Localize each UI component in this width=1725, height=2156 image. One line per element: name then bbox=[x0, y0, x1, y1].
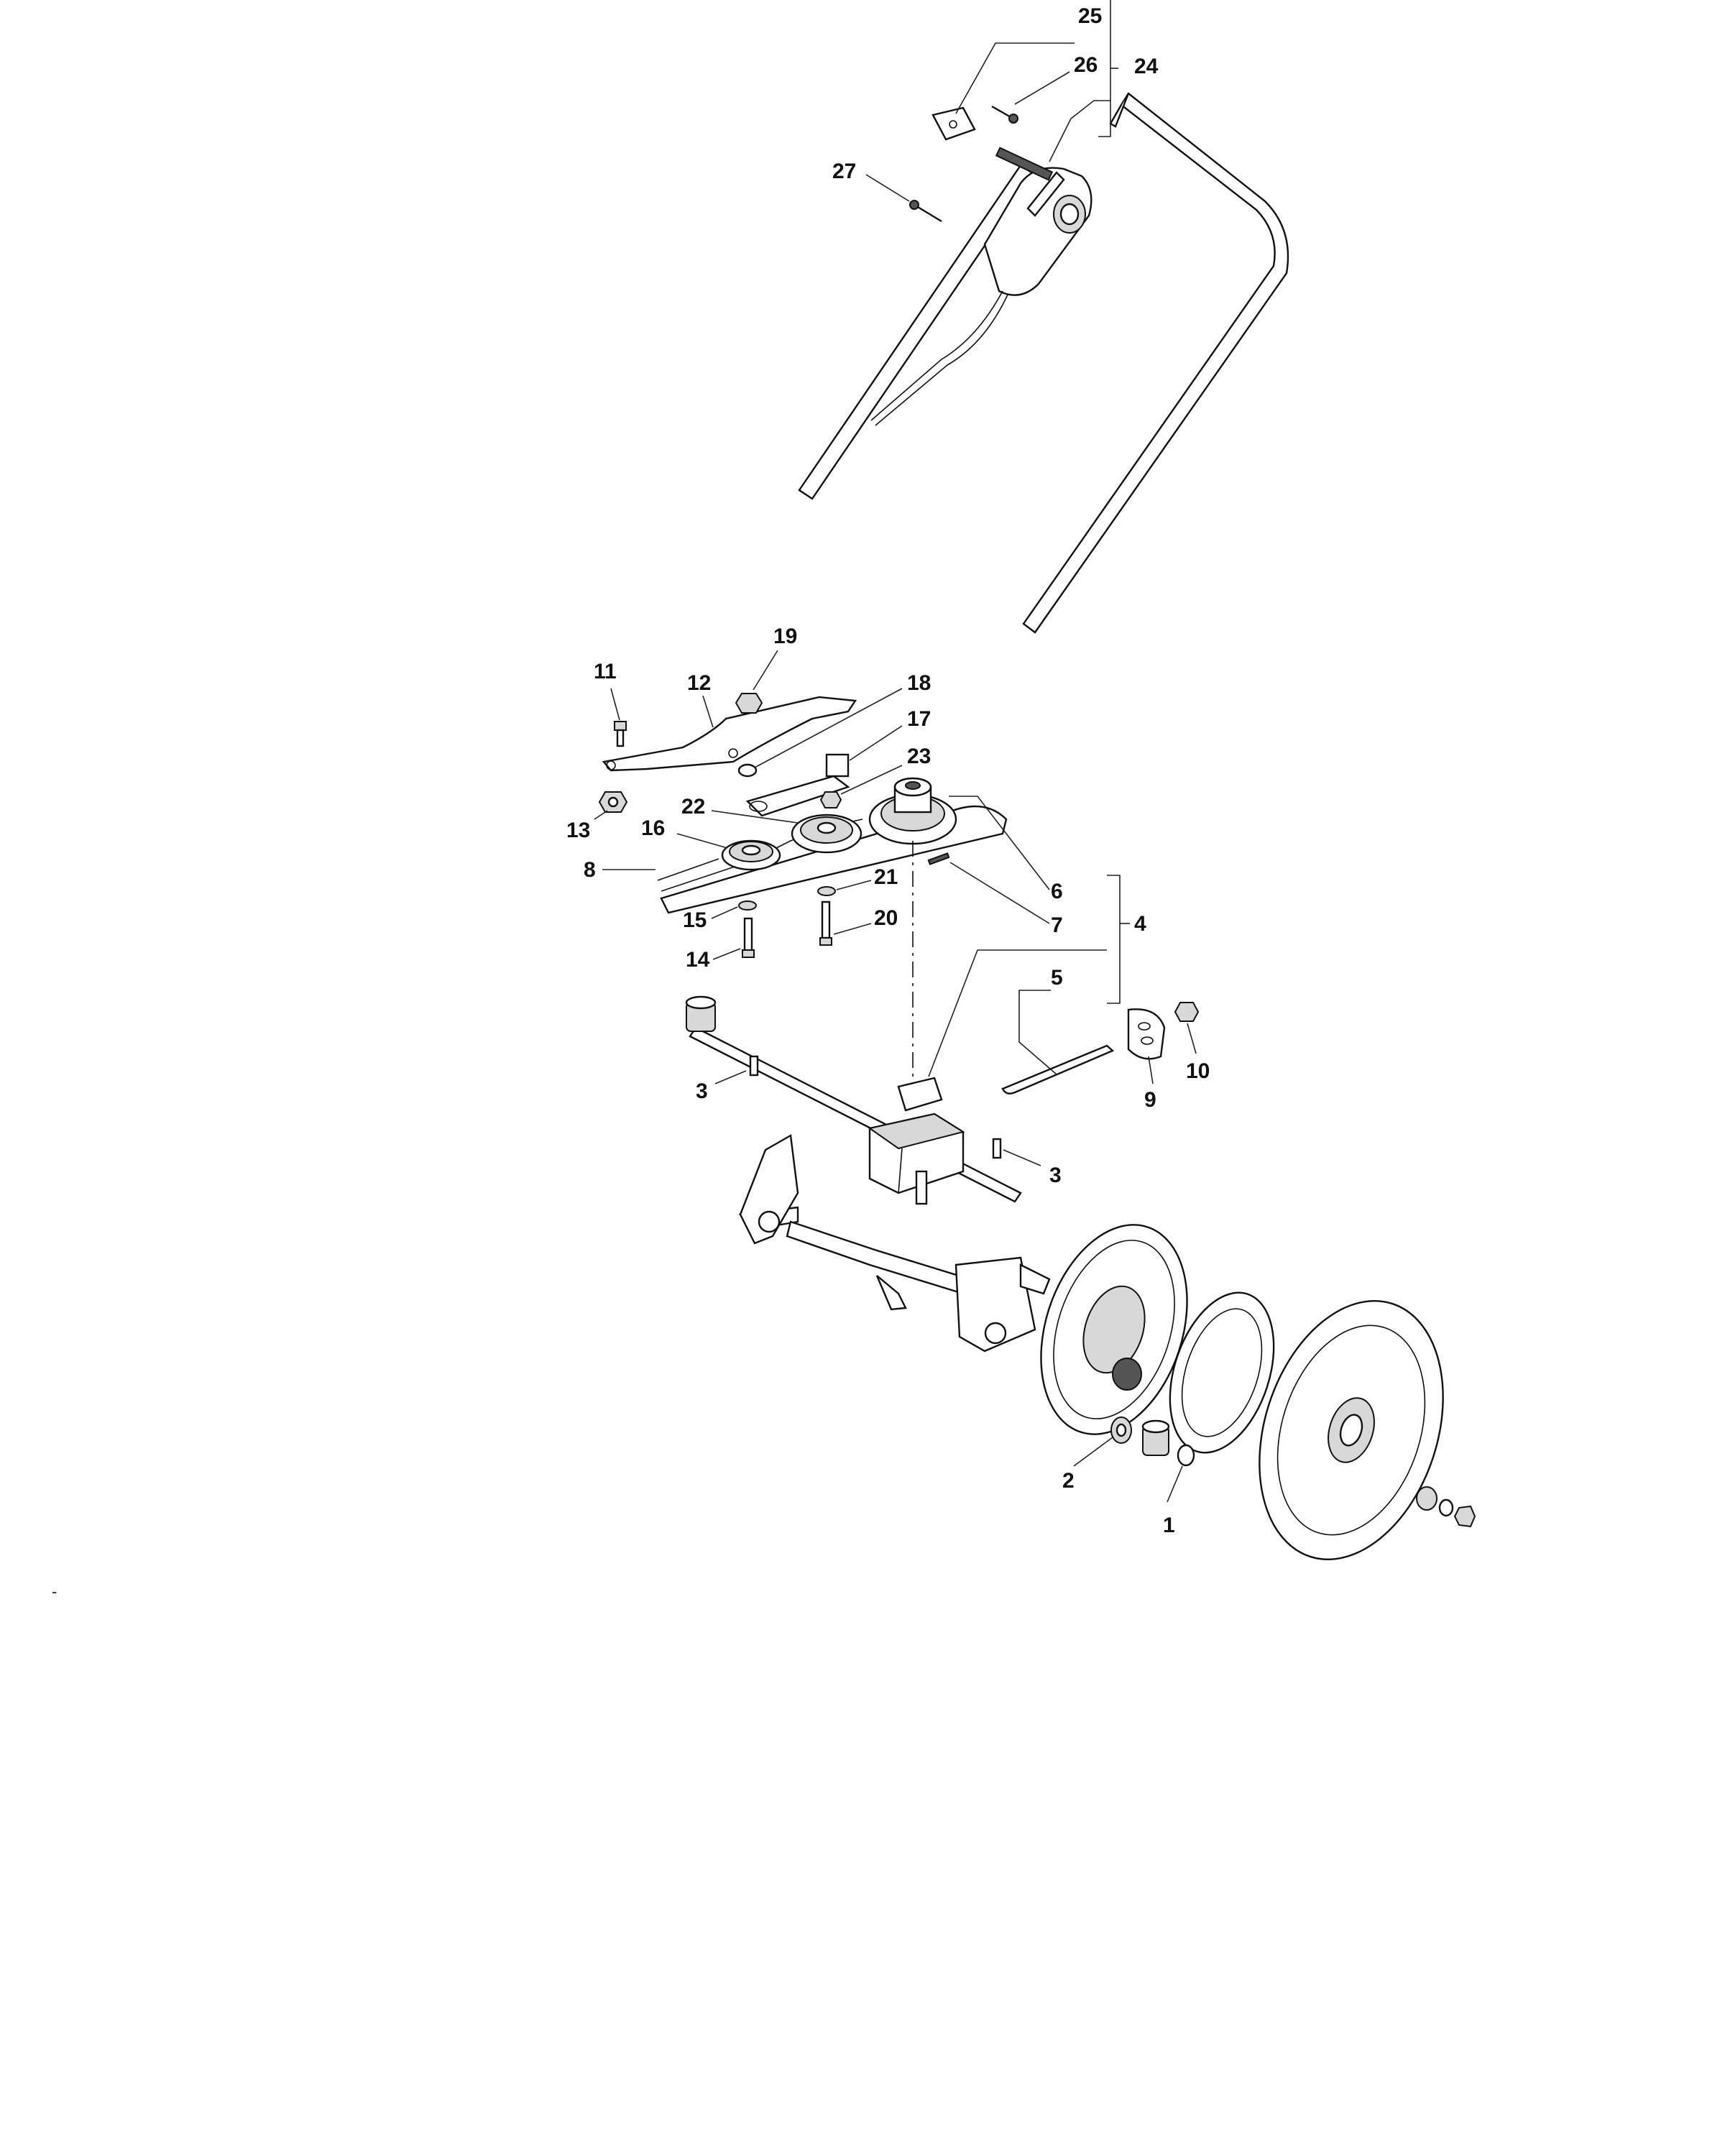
pulley-part-6 bbox=[868, 777, 957, 845]
callout-19: 19 bbox=[773, 625, 797, 648]
callout-4: 4 bbox=[1134, 912, 1146, 936]
callout-25: 25 bbox=[1078, 4, 1102, 28]
callout-12: 12 bbox=[687, 671, 711, 695]
pulley-part-22 bbox=[791, 814, 862, 854]
callout-5: 5 bbox=[1051, 966, 1063, 990]
pin-part-3-right bbox=[992, 1138, 1002, 1159]
callout-6: 6 bbox=[1051, 880, 1063, 903]
washer-part-15 bbox=[738, 900, 757, 911]
drive-cable-part-5 bbox=[1001, 1044, 1115, 1095]
callout-17: 17 bbox=[907, 707, 931, 731]
bushing-part-2 bbox=[1110, 1416, 1132, 1444]
callout-21: 21 bbox=[874, 865, 898, 889]
callout-7: 7 bbox=[1051, 913, 1063, 937]
nut-part-10 bbox=[1174, 1002, 1200, 1022]
washer-part-18 bbox=[737, 763, 758, 778]
callout-3b: 3 bbox=[1049, 1164, 1062, 1187]
leader-lines bbox=[594, 0, 1197, 1503]
callout-1: 1 bbox=[1163, 1514, 1175, 1537]
height-adjust-bracket-right bbox=[954, 1256, 1051, 1353]
pulley-part-16 bbox=[721, 839, 781, 871]
handlebar bbox=[798, 92, 1289, 634]
nut-part-19 bbox=[735, 693, 763, 714]
stray-dash-mark: - bbox=[52, 1583, 58, 1600]
cable-clip-part-9 bbox=[1127, 1008, 1166, 1060]
lever-clip-part-25 bbox=[932, 106, 976, 141]
callout-10: 10 bbox=[1186, 1059, 1210, 1083]
wheel-fasteners bbox=[1416, 1486, 1476, 1528]
drive-axle bbox=[689, 1026, 1022, 1203]
control-lever-housing bbox=[870, 147, 1092, 426]
gearbox-part-4 bbox=[868, 1077, 965, 1205]
pin-part-3-left bbox=[749, 1055, 759, 1077]
nut-part-13 bbox=[598, 791, 628, 813]
pinion-gear-right bbox=[1141, 1419, 1170, 1456]
callout-15: 15 bbox=[683, 908, 707, 932]
callout-9: 9 bbox=[1144, 1088, 1156, 1112]
ring-gear bbox=[1169, 1291, 1275, 1454]
screw-part-27 bbox=[909, 200, 942, 223]
callout-13: 13 bbox=[566, 819, 590, 842]
tensioner-arm-part-17 bbox=[745, 753, 850, 817]
bolt-part-20 bbox=[819, 900, 832, 946]
pinion-gear-left bbox=[685, 995, 717, 1032]
wheel-hub-cover bbox=[1040, 1224, 1188, 1435]
bolt-part-14 bbox=[742, 917, 755, 958]
callout-27: 27 bbox=[832, 160, 856, 183]
callout-23: 23 bbox=[907, 745, 931, 768]
snap-ring-part-1 bbox=[1177, 1444, 1195, 1467]
callout-22: 22 bbox=[681, 795, 705, 819]
callout-24: 24 bbox=[1134, 55, 1159, 78]
callout-11: 11 bbox=[594, 660, 617, 683]
callout-16: 16 bbox=[641, 816, 665, 840]
key-part-7 bbox=[927, 852, 950, 865]
rear-wheel bbox=[1259, 1299, 1444, 1561]
nut-part-23 bbox=[819, 791, 842, 808]
callout-3a: 3 bbox=[696, 1079, 708, 1103]
callout-20: 20 bbox=[874, 906, 898, 930]
callout-18: 18 bbox=[907, 671, 931, 695]
bracket-part-12 bbox=[602, 696, 857, 772]
callout-14: 14 bbox=[686, 948, 710, 972]
callout-8: 8 bbox=[584, 858, 596, 882]
callout-labels: 1 2 3 3 4 5 6 7 8 9 10 11 12 13 14 15 16… bbox=[566, 4, 1210, 1537]
washer-part-21 bbox=[817, 886, 836, 896]
bolt-part-11 bbox=[614, 721, 627, 747]
height-adjust-bracket-left bbox=[738, 1134, 799, 1245]
screw-part-26 bbox=[991, 105, 1018, 124]
callout-26: 26 bbox=[1074, 53, 1098, 77]
callout-2: 2 bbox=[1062, 1469, 1075, 1493]
